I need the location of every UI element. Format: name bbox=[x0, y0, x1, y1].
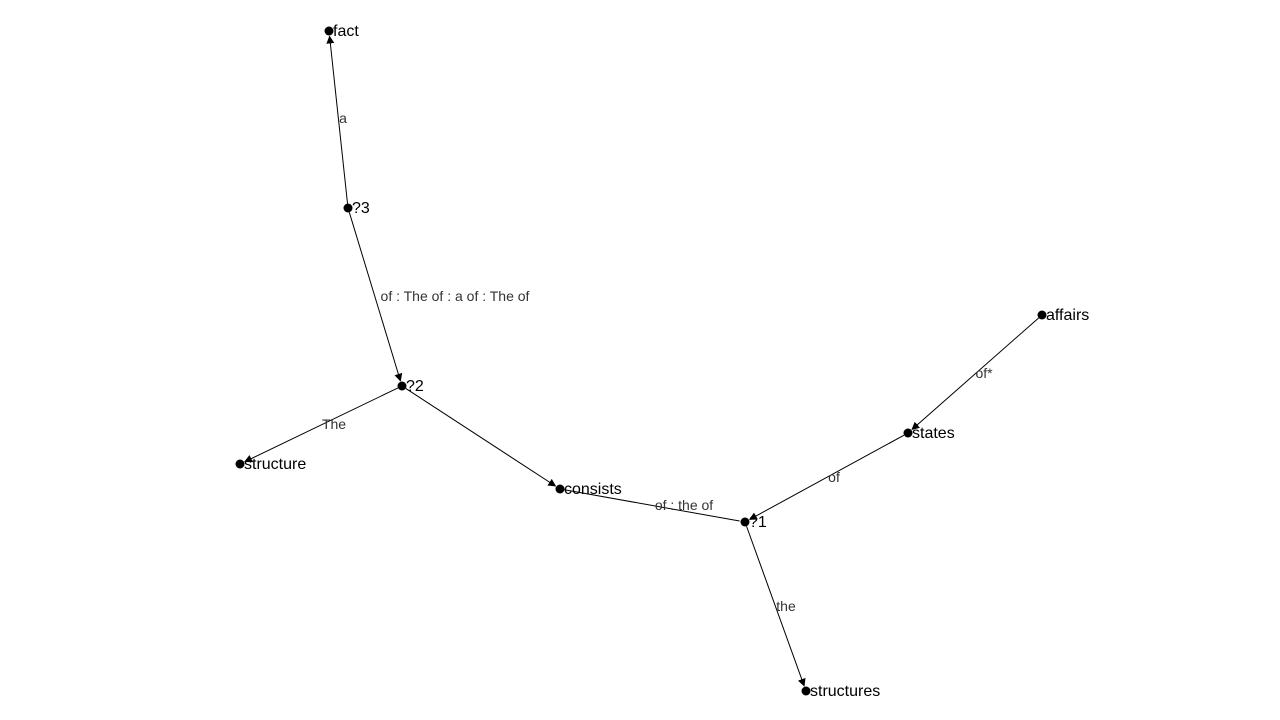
node-label-q2: ?2 bbox=[406, 378, 424, 395]
edge-states-q1 bbox=[748, 434, 905, 520]
node-label-consists: consists bbox=[564, 481, 622, 498]
edge-affairs-states bbox=[911, 317, 1039, 431]
edge-label-affairs-states: of* bbox=[975, 365, 993, 381]
edge-label-q3-fact: a bbox=[339, 110, 347, 126]
node-label-fact: fact bbox=[333, 23, 359, 40]
edge-labels-layer: a of : The of : a of : The of The of : the … bbox=[322, 110, 993, 614]
edge-q3-fact bbox=[326, 35, 349, 204]
node-dot-structures bbox=[801, 686, 811, 696]
node-dot-q3 bbox=[343, 203, 353, 213]
edge-consists-q1 bbox=[564, 489, 740, 522]
node-dot-structure bbox=[235, 459, 245, 469]
edges-layer bbox=[244, 35, 1039, 687]
node-label-states: states bbox=[912, 425, 955, 442]
node-dot-consists bbox=[555, 484, 565, 494]
node-dot-fact bbox=[324, 26, 334, 36]
node-q2: ?2 bbox=[397, 378, 424, 395]
nodes-layer: fact ?3 ?2 structure consists ?1 states affairs… bbox=[235, 23, 1089, 700]
node-affairs: affairs bbox=[1037, 307, 1089, 324]
node-dot-q2 bbox=[397, 381, 407, 391]
edge-label-q1-structures: the bbox=[776, 598, 796, 614]
node-q1: ?1 bbox=[740, 514, 767, 531]
node-label-affairs: affairs bbox=[1046, 307, 1089, 324]
node-label-q3: ?3 bbox=[352, 200, 370, 217]
edge-label-consists-q1: of : the of bbox=[655, 497, 713, 513]
node-consists: consists bbox=[555, 481, 622, 498]
node-label-structure: structure bbox=[244, 456, 306, 473]
node-label-q1: ?1 bbox=[749, 514, 767, 531]
node-states: states bbox=[903, 425, 955, 442]
edge-label-q2-structure: The bbox=[322, 416, 346, 432]
node-label-structures: structures bbox=[810, 683, 880, 700]
edge-label-states-q1: of bbox=[828, 469, 840, 485]
node-q3: ?3 bbox=[343, 200, 370, 217]
node-structure: structure bbox=[235, 456, 306, 473]
node-dot-q1 bbox=[740, 517, 750, 527]
edge-q3-q2 bbox=[348, 212, 403, 382]
edge-q2-consists bbox=[405, 388, 557, 487]
node-dot-affairs bbox=[1037, 310, 1047, 320]
node-structures: structures bbox=[801, 683, 880, 700]
node-dot-states bbox=[903, 428, 913, 438]
node-fact: fact bbox=[324, 23, 359, 40]
edge-q1-structures bbox=[746, 526, 806, 687]
edge-q2-structure bbox=[244, 387, 399, 463]
edge-label-q3-q2: of : The of : a of : The of bbox=[381, 288, 530, 304]
